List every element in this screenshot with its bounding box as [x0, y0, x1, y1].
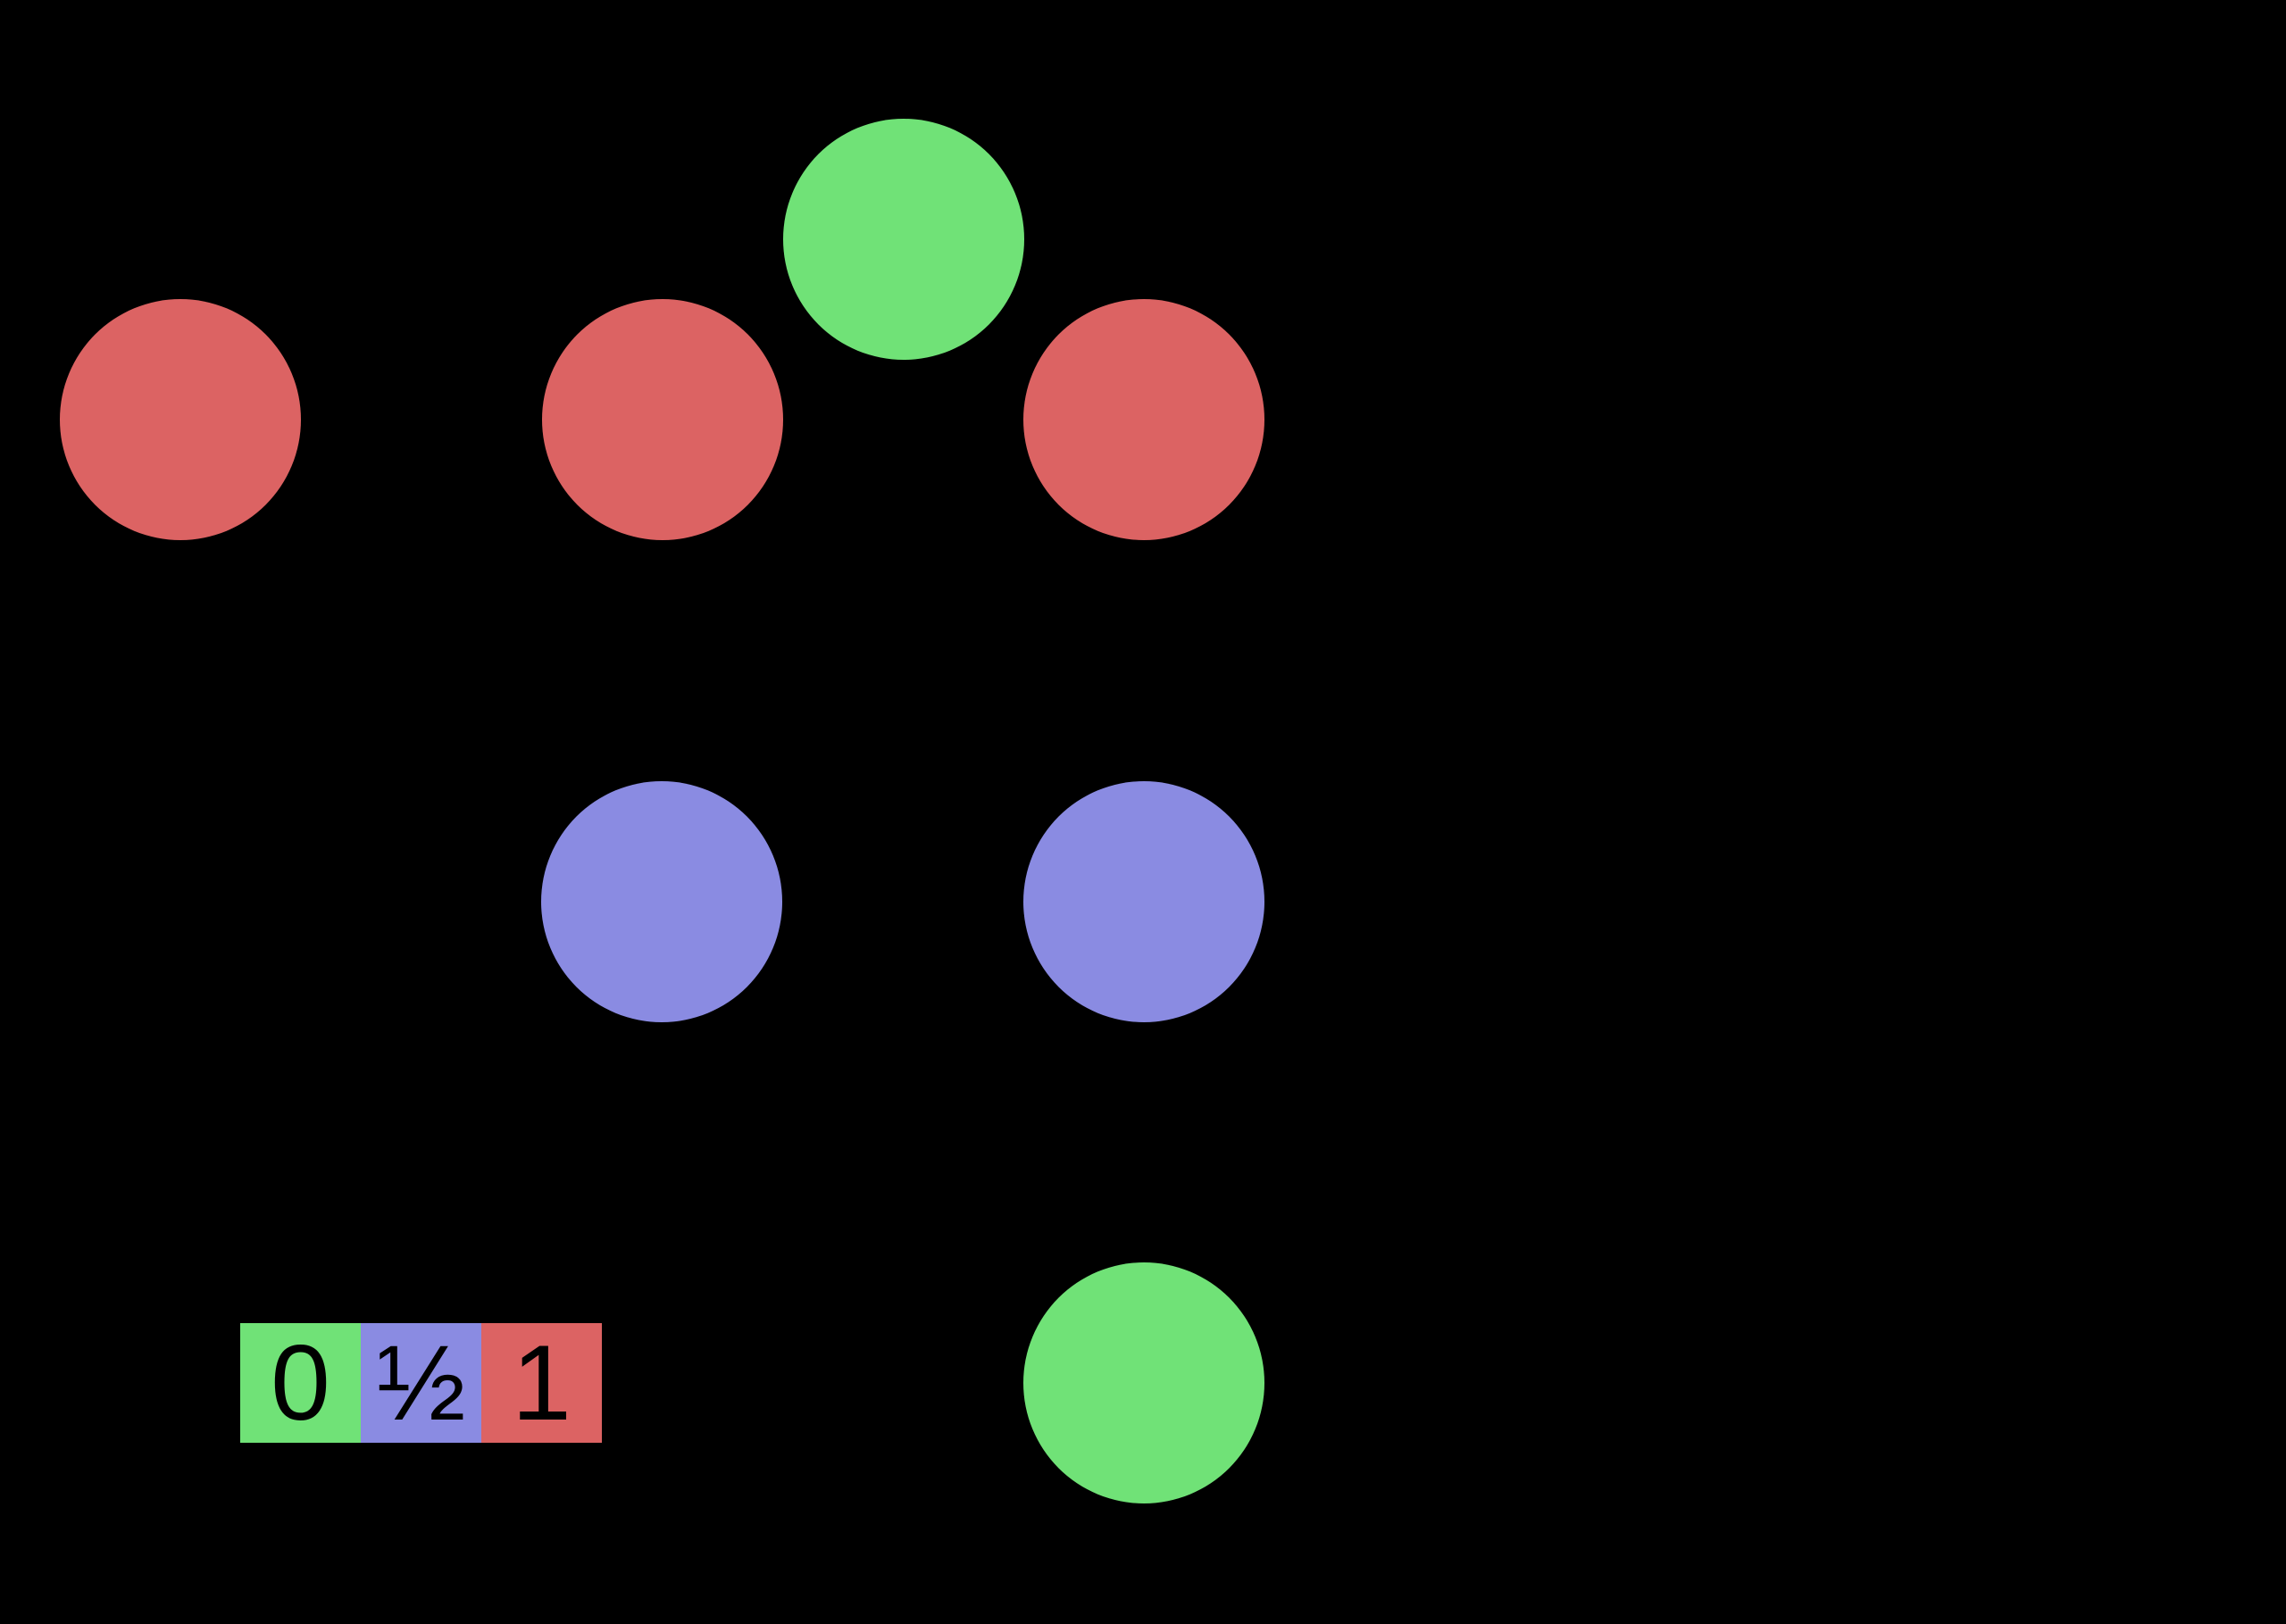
graph-node-blue-value-½	[541, 781, 782, 1022]
graph-node-green-value-0	[783, 119, 1024, 360]
graph-node-red-value-1	[1023, 299, 1264, 540]
graph-node-red-value-1	[60, 299, 301, 540]
legend-label: 0	[271, 1323, 330, 1443]
graph-node-blue-value-½	[1023, 781, 1264, 1022]
legend-label: ½	[376, 1323, 466, 1443]
legend-cell-red: 1	[481, 1323, 602, 1443]
legend-cell-green: 0	[240, 1323, 361, 1443]
graph-node-red-value-1	[542, 299, 783, 540]
graph-node-green-value-0	[1023, 1262, 1264, 1503]
legend-label: 1	[512, 1323, 572, 1443]
legend-cell-blue: ½	[361, 1323, 481, 1443]
